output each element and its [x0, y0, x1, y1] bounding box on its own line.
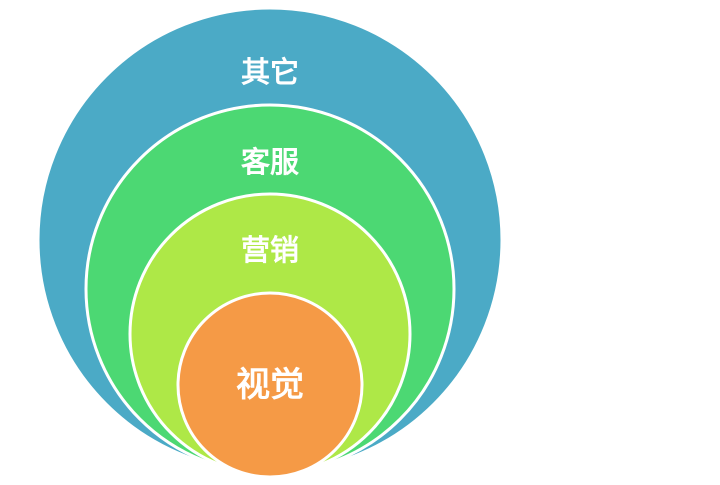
circle-visual — [176, 291, 364, 479]
label-marketing: 营销 — [241, 233, 299, 267]
layer-visual: 视觉 — [176, 291, 364, 479]
label-other: 其它 — [241, 55, 299, 89]
label-visual: 视觉 — [236, 365, 304, 405]
label-customer-service: 客服 — [241, 145, 300, 179]
